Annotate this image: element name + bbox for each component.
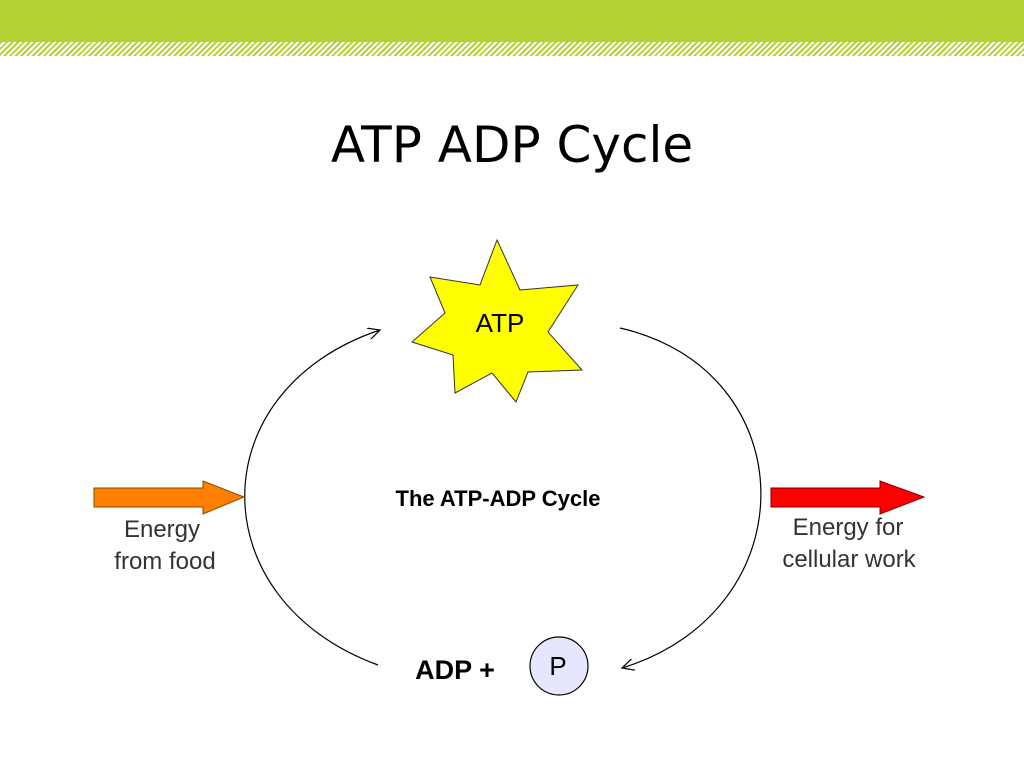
atp-star-shape (411, 238, 584, 403)
energy-input-label-line1: Energy (124, 516, 200, 543)
adp-label: ADP + (415, 655, 495, 685)
atp-label: ATP (476, 308, 525, 338)
energy-output-arrow (770, 480, 926, 515)
left-cycle-arc (244, 330, 380, 666)
phosphate-label: P (549, 651, 566, 681)
energy-input-arrow (93, 480, 246, 515)
slide-title: ATP ADP Cycle (330, 116, 694, 174)
phosphate-circle (529, 636, 589, 696)
header-bar (0, 0, 1024, 42)
cycle-center-label: The ATP-ADP Cycle (396, 486, 601, 511)
energy-input-label-line2: from food (114, 548, 215, 575)
energy-output-label-line2: cellular work (782, 546, 916, 573)
header-stripes (0, 42, 1024, 56)
right-cycle-arc (619, 327, 762, 668)
energy-output-label-line1: Energy for (793, 514, 904, 541)
